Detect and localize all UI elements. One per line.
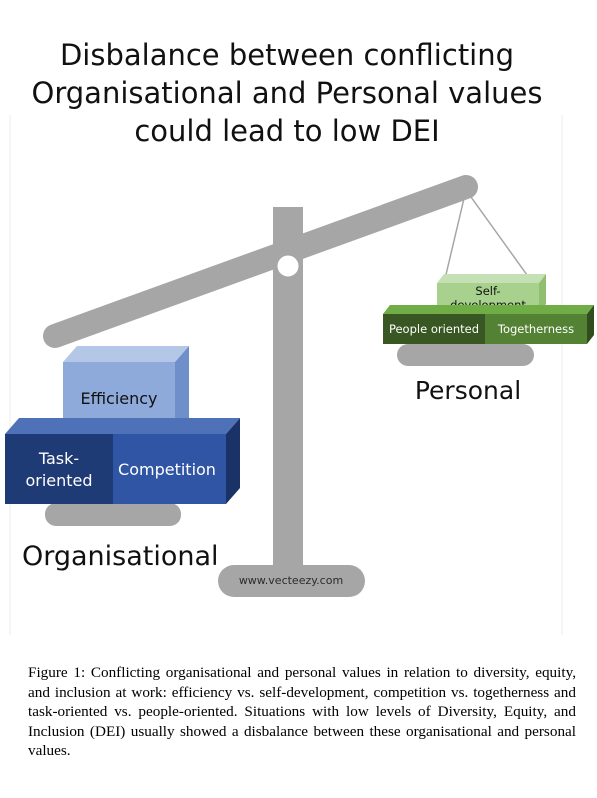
watermark: www.vecteezy.com (239, 574, 343, 587)
org-bottom-blocks: Task- oriented Competition (5, 418, 240, 504)
right-pan (397, 344, 534, 366)
pers-togetherness-block (485, 314, 587, 344)
pers-bottom-blocks: People oriented Togetherness (383, 305, 594, 344)
figure-caption: Figure 1: Conflicting organisational and… (28, 664, 576, 759)
org-task-line2: oriented (25, 471, 92, 490)
pers-people-label: People oriented (389, 322, 479, 336)
pers-togetherness-label: Togetherness (497, 322, 574, 336)
org-competition-block (113, 434, 226, 504)
pers-self-line1: Self- (475, 284, 500, 298)
org-efficiency-label: Efficiency (80, 389, 157, 408)
balance-scale-diagram: www.vecteezy.com Efficiency Task- orient… (5, 115, 594, 635)
scale-beam (43, 175, 478, 348)
left-pan (45, 503, 181, 526)
pers-people-oriented-block (383, 314, 485, 344)
figure-title: Disbalance between conflicting Organisat… (31, 38, 543, 148)
org-task-oriented-block (5, 434, 113, 504)
org-competition-label: Competition (118, 460, 216, 479)
org-task-line1: Task- (38, 449, 79, 468)
scale-base (218, 565, 365, 597)
pivot-circle (274, 252, 302, 280)
organisational-label: Organisational (22, 541, 219, 572)
personal-label: Personal (415, 376, 521, 405)
